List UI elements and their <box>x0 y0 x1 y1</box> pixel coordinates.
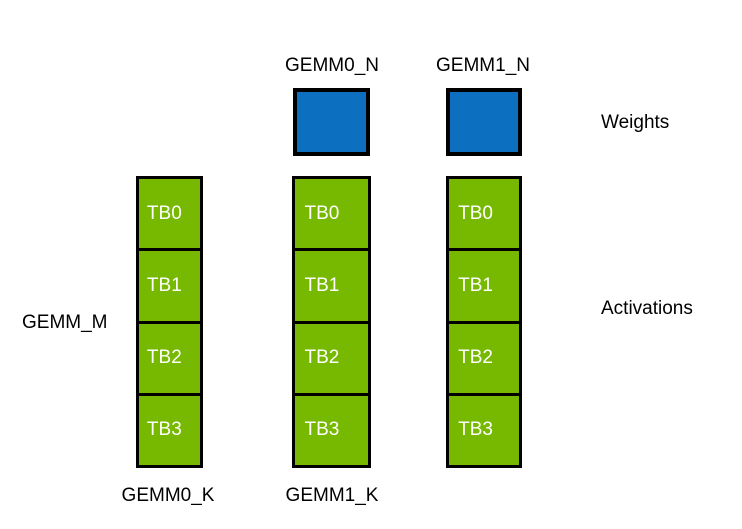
weight-block-gemm1 <box>446 88 522 156</box>
activation-column-gemm2: TB0 TB1 TB2 TB3 <box>446 176 522 468</box>
weight-block-gemm0 <box>293 88 370 156</box>
activation-cell: TB0 <box>136 176 203 252</box>
row-label-weights: Weights <box>601 112 670 133</box>
activation-column-gemm1: TB0 TB1 TB2 TB3 <box>292 176 371 468</box>
activation-cell-label: TB1 <box>458 274 493 296</box>
activation-cell: TB2 <box>136 320 203 396</box>
activation-cell: TB2 <box>292 320 371 396</box>
activation-cell: TB0 <box>292 176 371 252</box>
bottom-label-gemm0-k: GEMM0_K <box>121 485 215 506</box>
activation-cell-label: TB0 <box>146 202 182 224</box>
top-label-gemm1-n-line1: GEMM1_N <box>436 55 530 76</box>
activation-cell-label: TB0 <box>304 202 340 224</box>
row-label-activations: Activations <box>601 298 693 319</box>
left-label-gemm-m: GEMM_M <box>22 312 108 333</box>
activation-cell-label: TB3 <box>304 419 340 441</box>
activation-cell: TB0 <box>446 176 522 252</box>
activation-cell-label: TB1 <box>304 274 340 296</box>
activation-cell-label: TB2 <box>458 347 493 369</box>
activation-cell-label: TB3 <box>146 419 182 441</box>
activation-cell: TB1 <box>136 248 203 324</box>
activation-cell: TB3 <box>136 392 203 468</box>
activation-cell-label: TB0 <box>458 202 493 224</box>
activation-cell: TB3 <box>292 392 371 468</box>
activation-cell: TB3 <box>446 392 522 468</box>
top-label-gemm0-n-line1: GEMM0_N <box>285 55 379 76</box>
activation-cell: TB1 <box>446 248 522 324</box>
activation-cell-label: TB2 <box>146 347 182 369</box>
activation-cell-label: TB3 <box>458 419 493 441</box>
activation-cell: TB1 <box>292 248 371 324</box>
bottom-label-gemm1-k: GEMM1_K <box>285 485 379 506</box>
activation-column-gemm0: TB0 TB1 TB2 TB3 <box>136 176 203 468</box>
activation-cell-label: TB1 <box>146 274 182 296</box>
activation-cell: TB2 <box>446 320 522 396</box>
activation-cell-label: TB2 <box>304 347 340 369</box>
